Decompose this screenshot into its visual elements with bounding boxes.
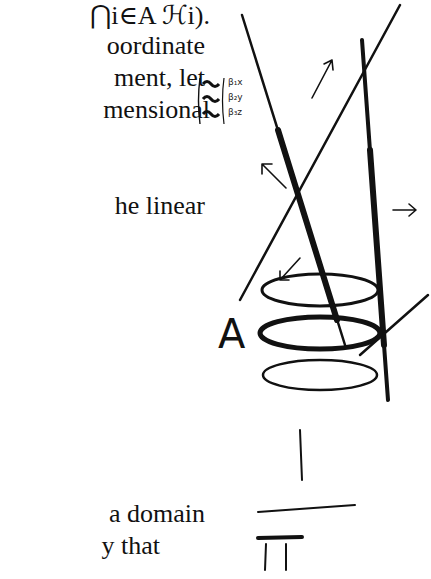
arrow [312, 60, 333, 98]
ellipse [263, 360, 377, 390]
ellipse [260, 317, 380, 349]
matrix-entry: β₁x [228, 78, 243, 88]
hyperplane-thick [278, 130, 337, 320]
level-ellipses [260, 274, 380, 390]
hyperplane-line [362, 40, 388, 400]
stroke [258, 537, 302, 538]
tick-line [300, 430, 302, 480]
hyperplane-line [242, 15, 345, 345]
text-fragment: y that [102, 532, 161, 561]
hyperplane-thick [370, 150, 384, 345]
arrow [262, 164, 286, 188]
stroke [258, 505, 355, 512]
set-label: A [218, 312, 245, 356]
text-fragment: he linear [115, 192, 205, 221]
ellipse [262, 274, 378, 306]
text-fragment: mensional [103, 96, 210, 125]
arrow [393, 204, 416, 216]
normal-arrows [262, 60, 416, 280]
text-fragment: oordinate [107, 32, 205, 61]
stroke [265, 544, 286, 570]
hand-lines [240, 5, 428, 400]
text-fragment: a domain [109, 500, 205, 529]
matrix-entry: β₂y [228, 93, 243, 103]
bottom-marks [258, 430, 355, 570]
text-fragment: ⋂i∈A ℋi). [90, 2, 210, 31]
matrix-entry: β₃z [228, 108, 242, 118]
text-fragment: ment, let [114, 64, 205, 93]
bracket [223, 78, 225, 124]
